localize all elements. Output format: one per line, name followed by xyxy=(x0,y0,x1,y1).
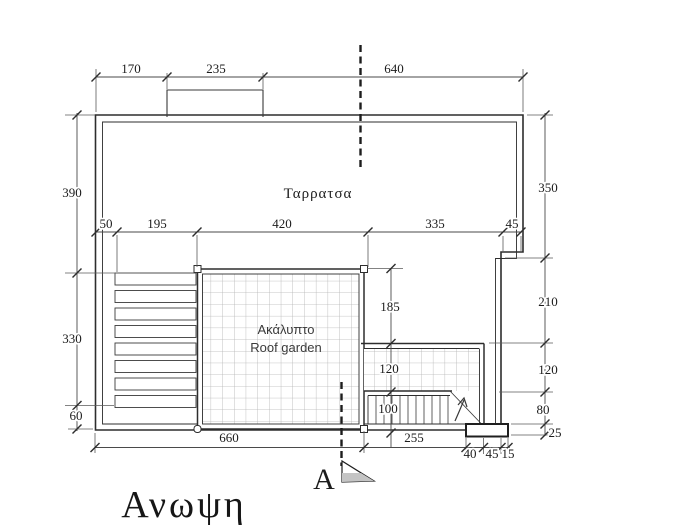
dim-top-235: 235 xyxy=(206,61,226,76)
dim-top-640: 640 xyxy=(384,61,404,76)
pergola-slats xyxy=(114,272,197,408)
dim-right-350: 350 xyxy=(538,180,558,195)
dim-right-120: 120 xyxy=(538,362,558,377)
landing-step xyxy=(465,423,509,438)
section-marker-triangle xyxy=(341,459,376,483)
dim-mid-45: 45 xyxy=(506,216,519,231)
dim-mid-335: 335 xyxy=(425,216,445,231)
dim-mid-420: 420 xyxy=(272,216,292,231)
stair-direction-arrow xyxy=(454,396,468,422)
dimension-lines xyxy=(76,76,546,448)
open-area-label-english: Roof garden xyxy=(250,340,322,355)
chimney-outline xyxy=(166,89,264,117)
dim-left-330: 330 xyxy=(62,331,82,346)
staircase xyxy=(364,390,483,425)
dim-mid-50: 50 xyxy=(100,216,113,231)
dim-bottom-15: 15 xyxy=(502,446,515,461)
dim-right-210: 210 xyxy=(538,294,558,309)
dim-left-390: 390 xyxy=(62,185,82,200)
dim-top-170: 170 xyxy=(121,61,141,76)
terrace-label: Ταρρατσα xyxy=(284,186,353,202)
dim-left-60: 60 xyxy=(70,408,83,423)
section-cut-line xyxy=(340,45,376,483)
dim-bottom-45: 45 xyxy=(486,446,499,461)
witness-lines xyxy=(65,69,553,454)
dim-int-185: 185 xyxy=(380,299,400,314)
dim-bottom-660: 660 xyxy=(219,430,239,445)
roof-garden xyxy=(193,265,485,433)
dim-int-120: 120 xyxy=(379,361,399,376)
corner-markers xyxy=(193,265,368,433)
drawing-title: Ανωψη xyxy=(121,484,246,526)
section-letter-label: A xyxy=(313,463,335,496)
dim-bottom-255: 255 xyxy=(404,430,424,445)
dimension-labels: 170 235 640 390 330 60 50 195 420 335 45… xyxy=(61,59,564,463)
dim-bottom-40: 40 xyxy=(464,446,477,461)
building-walls xyxy=(94,114,524,431)
stair-treads xyxy=(375,396,449,424)
dim-int-100: 100 xyxy=(378,401,398,416)
dimension-ticks xyxy=(72,72,550,453)
open-area-label-greek: Ακάλυπτο xyxy=(258,322,315,337)
dim-right-80: 80 xyxy=(537,402,550,417)
dim-mid-195: 195 xyxy=(147,216,167,231)
dim-right-25: 25 xyxy=(549,425,562,440)
